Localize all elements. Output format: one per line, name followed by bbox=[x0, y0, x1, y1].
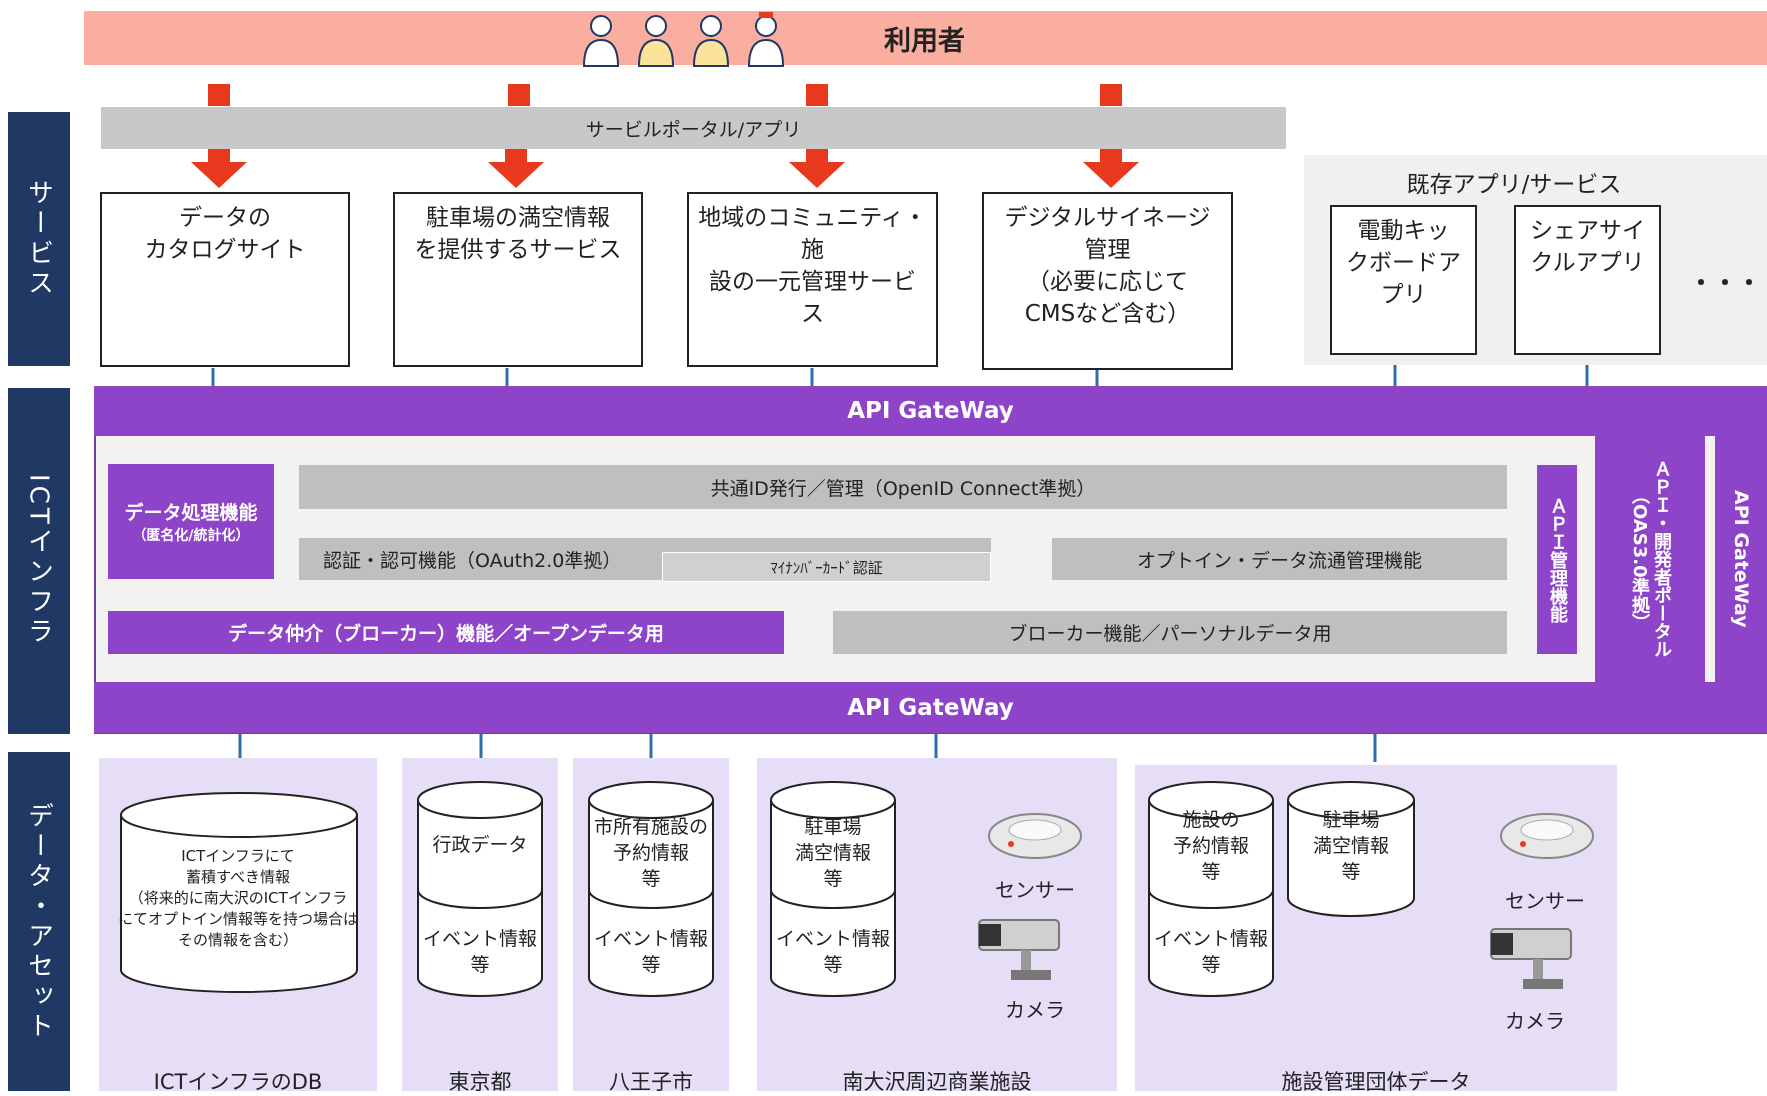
asset-name-tokyo: 東京都 bbox=[448, 1070, 512, 1094]
auth-label: 認証・認可機能（OAuth2.0準拠） bbox=[323, 549, 622, 572]
asset-tokyo: 行政データ イベント情報 等 東京都 bbox=[402, 758, 558, 1094]
layer-data: データ・アセット bbox=[8, 752, 70, 1091]
database-icon bbox=[770, 781, 896, 997]
asset-name-ict: ICTインフラのDB bbox=[153, 1070, 323, 1094]
api-gateway-bottom: API GateWay bbox=[94, 682, 1767, 733]
existing-apps-panel: 既存アプリ/サービス 電動キッ クボードア プリ シェアサイ クルアプリ ・・・ bbox=[1304, 155, 1767, 365]
broker-personal-box: ブローカー機能／パーソナルデータ用 bbox=[833, 611, 1507, 654]
asset-ict-db: ICTインフラにて 蓄積すべき情報 （将来的に南大沢のICTインフラ にてオプト… bbox=[99, 758, 377, 1094]
more-ellipsis: ・・・ bbox=[1689, 269, 1761, 297]
app-kickboard: 電動キッ クボードア プリ bbox=[1330, 205, 1477, 355]
common-id-box: 共通ID発行／管理（OpenID Connect準拠） bbox=[299, 465, 1507, 509]
data-processing-sub: （匿名化/統計化） bbox=[132, 528, 250, 544]
layer-service: サービス bbox=[8, 112, 70, 366]
optin-box: オプトイン・データ流通管理機能 bbox=[1052, 538, 1507, 580]
database-icon bbox=[120, 792, 358, 993]
sensor-label: センサー bbox=[995, 878, 1075, 902]
layer-ict: ICTインフラ bbox=[8, 388, 70, 734]
broker-open-box: データ仲介（ブローカー）機能／オープンデータ用 bbox=[108, 611, 784, 654]
database-icon bbox=[1148, 781, 1274, 997]
camera-label: カメラ bbox=[1005, 998, 1065, 1022]
data-processing-box: データ処理機能 （匿名化/統計化） bbox=[108, 464, 274, 579]
asset-name-commercial: 南大沢周辺商業施設 bbox=[842, 1070, 1032, 1094]
db-parking-info: 駐車場 満空情報 等 bbox=[1312, 809, 1389, 883]
database-icon bbox=[417, 781, 543, 997]
db-parking-info: 駐車場 満空情報 等 bbox=[794, 816, 871, 890]
db-event-info: イベント情報 等 bbox=[593, 928, 708, 976]
camera-label: カメラ bbox=[1505, 1009, 1565, 1033]
db-content-ict: ICTインフラにて 蓄積すべき情報 （将来的に南大沢のICTインフラ にてオプト… bbox=[117, 847, 358, 949]
users-icon bbox=[582, 12, 785, 67]
service-catalog: データの カタログサイト bbox=[100, 192, 350, 367]
camera-icon bbox=[978, 919, 1060, 980]
app-sharecycle: シェアサイ クルアプリ bbox=[1514, 205, 1661, 355]
api-management-box: ＡＰＩ管理機能 bbox=[1537, 465, 1577, 654]
sensor-icon bbox=[1500, 813, 1594, 859]
db-event-info: イベント情報 等 bbox=[422, 928, 537, 976]
db-reservation-info: 市所有施設の 予約情報 等 bbox=[593, 816, 708, 890]
service-parking: 駐車場の満空情報 を提供するサービス bbox=[393, 192, 643, 367]
camera-icon bbox=[1490, 928, 1572, 989]
db-reservation-info: 施設の 予約情報 等 bbox=[1172, 809, 1249, 883]
asset-name-hachioji: 八王子市 bbox=[609, 1070, 693, 1094]
database-icon bbox=[588, 781, 714, 997]
data-processing-title: データ処理機能 bbox=[124, 502, 258, 524]
sensor-icon bbox=[988, 813, 1082, 859]
asset-commercial: 駐車場 満空情報 等 イベント情報 等 センサー カメラ 南大沢周辺商業施設 bbox=[757, 758, 1117, 1094]
users-label: 利用者 bbox=[884, 25, 965, 57]
asset-facility: 施設の 予約情報 等 イベント情報 等 駐車場 満空情報 等 センサー カメラ … bbox=[1135, 765, 1617, 1094]
service-signage: デジタルサイネージ 管理 （必要に応じて CMSなど含む） bbox=[982, 192, 1233, 370]
asset-hachioji: 市所有施設の 予約情報 等 イベント情報 等 八王子市 bbox=[573, 758, 729, 1094]
service-community: 地域のコミュニティ・施 設の一元管理サービ ス bbox=[687, 192, 938, 367]
asset-name-facility: 施設管理団体データ bbox=[1281, 1070, 1471, 1094]
database-icon bbox=[1287, 781, 1415, 917]
db-event-info: イベント情報 等 bbox=[1153, 928, 1268, 976]
mynumber-box: ﾏｲﾅﾝﾊﾞｰｶｰﾄﾞ認証 bbox=[662, 552, 991, 582]
api-gateway-top: API GateWay bbox=[94, 386, 1767, 436]
users-band: 利用者 bbox=[84, 11, 1767, 65]
db-event-info: イベント情報 等 bbox=[775, 928, 890, 976]
service-portal: サービルポータル/アプリ bbox=[101, 107, 1286, 149]
sensor-label: センサー bbox=[1505, 889, 1585, 913]
db-admin-data: 行政データ bbox=[432, 834, 528, 856]
api-portal-box: ＡＰＩ・開発者ポータル（OAS3.0準拠） bbox=[1595, 436, 1705, 682]
api-gateway-side: API GateWay bbox=[1715, 436, 1767, 682]
existing-apps-title: 既存アプリ/サービス bbox=[1406, 172, 1622, 198]
